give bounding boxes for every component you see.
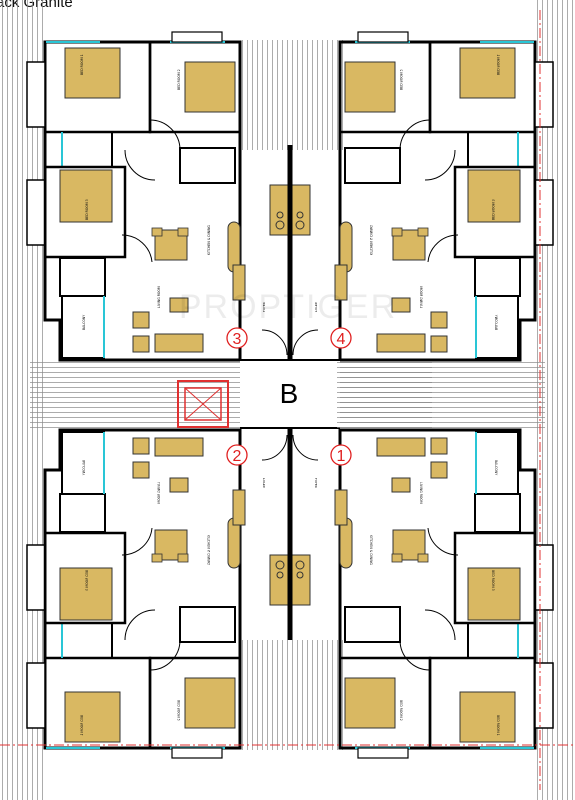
svg-text:3: 3 [233, 331, 242, 348]
duct-hatch-bottom [240, 640, 345, 750]
staircase [337, 360, 432, 428]
unit-number-2: 2 [226, 444, 248, 466]
unit-number-4: 4 [330, 327, 352, 349]
unit-number-3: 3 [226, 327, 248, 349]
svg-text:1: 1 [337, 448, 346, 465]
unit-number-1: 1 [330, 444, 352, 466]
duct-hatch-top [240, 40, 345, 150]
watermark: PROPTIGER [179, 288, 397, 326]
svg-text:2: 2 [233, 448, 242, 465]
lift [177, 380, 229, 428]
lobby [240, 360, 340, 428]
svg-text:4: 4 [337, 331, 346, 348]
block-label: B [280, 378, 299, 409]
